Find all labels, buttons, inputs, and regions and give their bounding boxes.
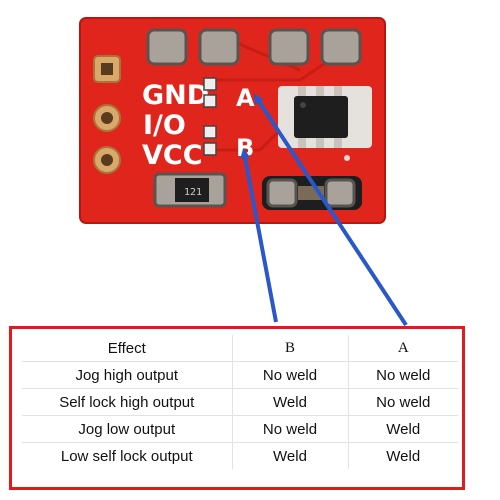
table-row: Low self lock output Weld Weld [22,442,458,469]
jumper-pads [203,77,217,156]
table-row: Jog low output No weld Weld [22,415,458,443]
label-pad-b: B [236,134,254,162]
top-pads [146,28,362,66]
capacitor [262,176,362,210]
row-effect: Low self lock output [60,447,193,465]
row-a: Weld [347,415,458,443]
row-a: Weld [347,442,458,469]
row-b: No weld [231,415,348,443]
header-b: B [231,335,348,362]
header-effect: Effect [22,335,232,362]
resistor: 121 [153,172,227,208]
logic-table-frame: Effect B A Jog high output No weld No we… [9,326,465,490]
row-effect: Self lock high output [22,388,232,416]
row-a: No weld [347,388,458,416]
row-effect: Jog low output [22,415,232,443]
label-vcc: VCC [142,140,203,171]
table-row: Self lock high output Weld No weld [22,388,458,416]
logic-table: Effect B A Jog high output No weld No we… [22,335,458,469]
row-b: Weld [231,442,348,469]
label-pad-a: A [236,84,255,112]
row-effect: Jog high output [22,361,232,389]
table-header-row: Effect B A [22,335,458,362]
resistor-code: 121 [184,187,202,198]
touch-sensor-board: GND I/O VCC A B 121 [79,17,386,224]
row-b: Weld [231,388,348,416]
row-a: No weld [347,361,458,389]
label-io: I/O [143,110,186,141]
table-row: Jog high output No weld No weld [22,361,458,389]
header-a: A [347,335,458,362]
label-gnd: GND [142,80,209,111]
ic-chip [278,86,372,148]
row-b: No weld [231,361,348,389]
header-pins [93,55,121,174]
